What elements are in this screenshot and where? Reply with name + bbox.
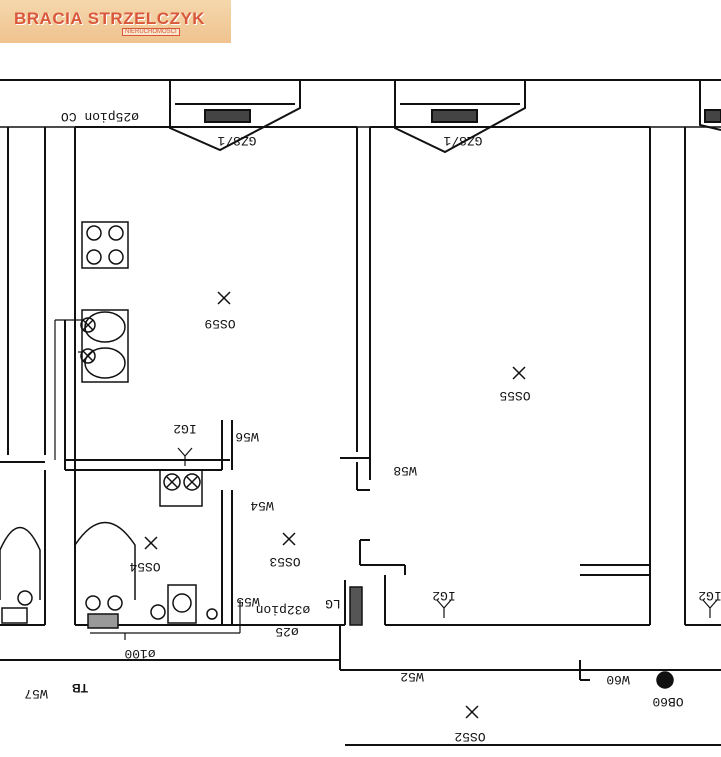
label-lg: LG — [325, 596, 341, 611]
label-ig2-room: IG2 — [432, 588, 455, 603]
label-tb: TB — [72, 681, 88, 695]
label-d100: ø100 — [124, 646, 155, 661]
windows — [169, 80, 721, 154]
logo-tagline: NIERUCHOMOŚCI — [122, 28, 180, 36]
label-d32pion: ø32pion — [256, 602, 311, 617]
bath-fittings — [85, 584, 363, 629]
label-os54: OS54 — [129, 559, 160, 574]
washbasin — [159, 469, 203, 507]
label-ig2-right: IG2 — [698, 588, 721, 603]
kitchen-sink — [80, 309, 129, 383]
plan-labels: ø25pion CO GZ8/1 GZ8/1 OS59 OS55 OS54 OS… — [24, 109, 721, 744]
pipes — [54, 319, 241, 640]
label-w56: W56 — [235, 429, 258, 444]
label-pion-co: ø25pion CO — [61, 109, 139, 124]
logo-brand-text: BRACIA STRZELCZYK — [14, 9, 206, 28]
walls — [0, 79, 721, 746]
label-os53: OS53 — [269, 554, 300, 569]
label-w54: W54 — [250, 498, 274, 513]
gas-valve-symbols — [177, 447, 718, 618]
label-os59: OS59 — [204, 316, 235, 331]
label-w52: W52 — [400, 669, 423, 684]
label-ig2-kitchen: IG2 — [173, 421, 196, 436]
company-logo: BRACIA STRZELCZYK NIERUCHOMOŚCI — [0, 0, 231, 43]
label-gz-mid: GZ8/1 — [443, 133, 482, 148]
label-w58: W58 — [393, 463, 416, 478]
label-ob60: OB60 — [652, 694, 683, 709]
label-os52: OS52 — [454, 729, 485, 744]
label-d25: ø25 — [275, 624, 298, 639]
label-w55: W55 — [236, 594, 259, 609]
label-w60: W60 — [606, 672, 629, 687]
light-fixtures — [144, 291, 674, 719]
label-os55: OS55 — [499, 388, 530, 403]
label-gz-left: GZ8/1 — [217, 133, 256, 148]
shower — [0, 521, 136, 624]
label-w57: W57 — [24, 686, 47, 701]
stove — [81, 221, 129, 269]
